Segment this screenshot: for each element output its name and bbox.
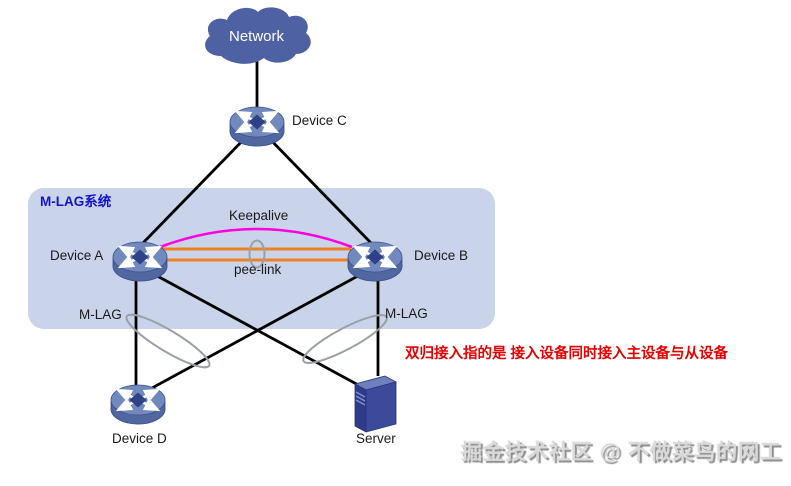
device-c-router-icon — [230, 107, 284, 146]
mlag-group-ellipse-left — [125, 313, 211, 369]
link-devicec-devicea — [140, 132, 252, 245]
device-b-router-icon — [348, 242, 402, 281]
server-icon — [353, 375, 398, 433]
peer-link-lines — [162, 247, 351, 262]
watermark: 掘金技术社区 @ 不做菜鸟的网工 — [461, 441, 783, 464]
mlag-right-label: M-LAG — [385, 306, 428, 321]
device-a-router-icon — [113, 242, 167, 281]
network-cloud-label: Network — [229, 28, 285, 45]
mlag-system-title: M-LAG系统 — [40, 194, 112, 209]
device-d-router-icon — [111, 385, 165, 424]
device-a-label: Device A — [50, 248, 104, 263]
peer-link-label: pee-link — [234, 262, 282, 277]
network-cloud — [205, 7, 311, 64]
link-devicec-deviceb — [262, 132, 374, 245]
link-devicea-server — [147, 269, 363, 389]
mlag-group-ellipse-right — [302, 314, 388, 364]
aggregation-ellipses — [125, 239, 388, 369]
dual-homing-note: 双归接入指的是 接入设备同时接入主设备与从设备 — [405, 346, 729, 362]
device-c-label: Device C — [292, 113, 347, 128]
server-label: Server — [356, 431, 396, 446]
device-b-label: Device B — [414, 248, 469, 263]
mlag-left-label: M-LAG — [79, 307, 122, 322]
peer-link-group-ellipse — [248, 239, 266, 269]
keepalive-link — [159, 227, 353, 249]
device-d-label: Device D — [112, 431, 167, 446]
topology-links — [134, 60, 380, 390]
keepalive-label: Keepalive — [229, 208, 289, 223]
link-deviceb-deviced — [151, 269, 368, 390]
